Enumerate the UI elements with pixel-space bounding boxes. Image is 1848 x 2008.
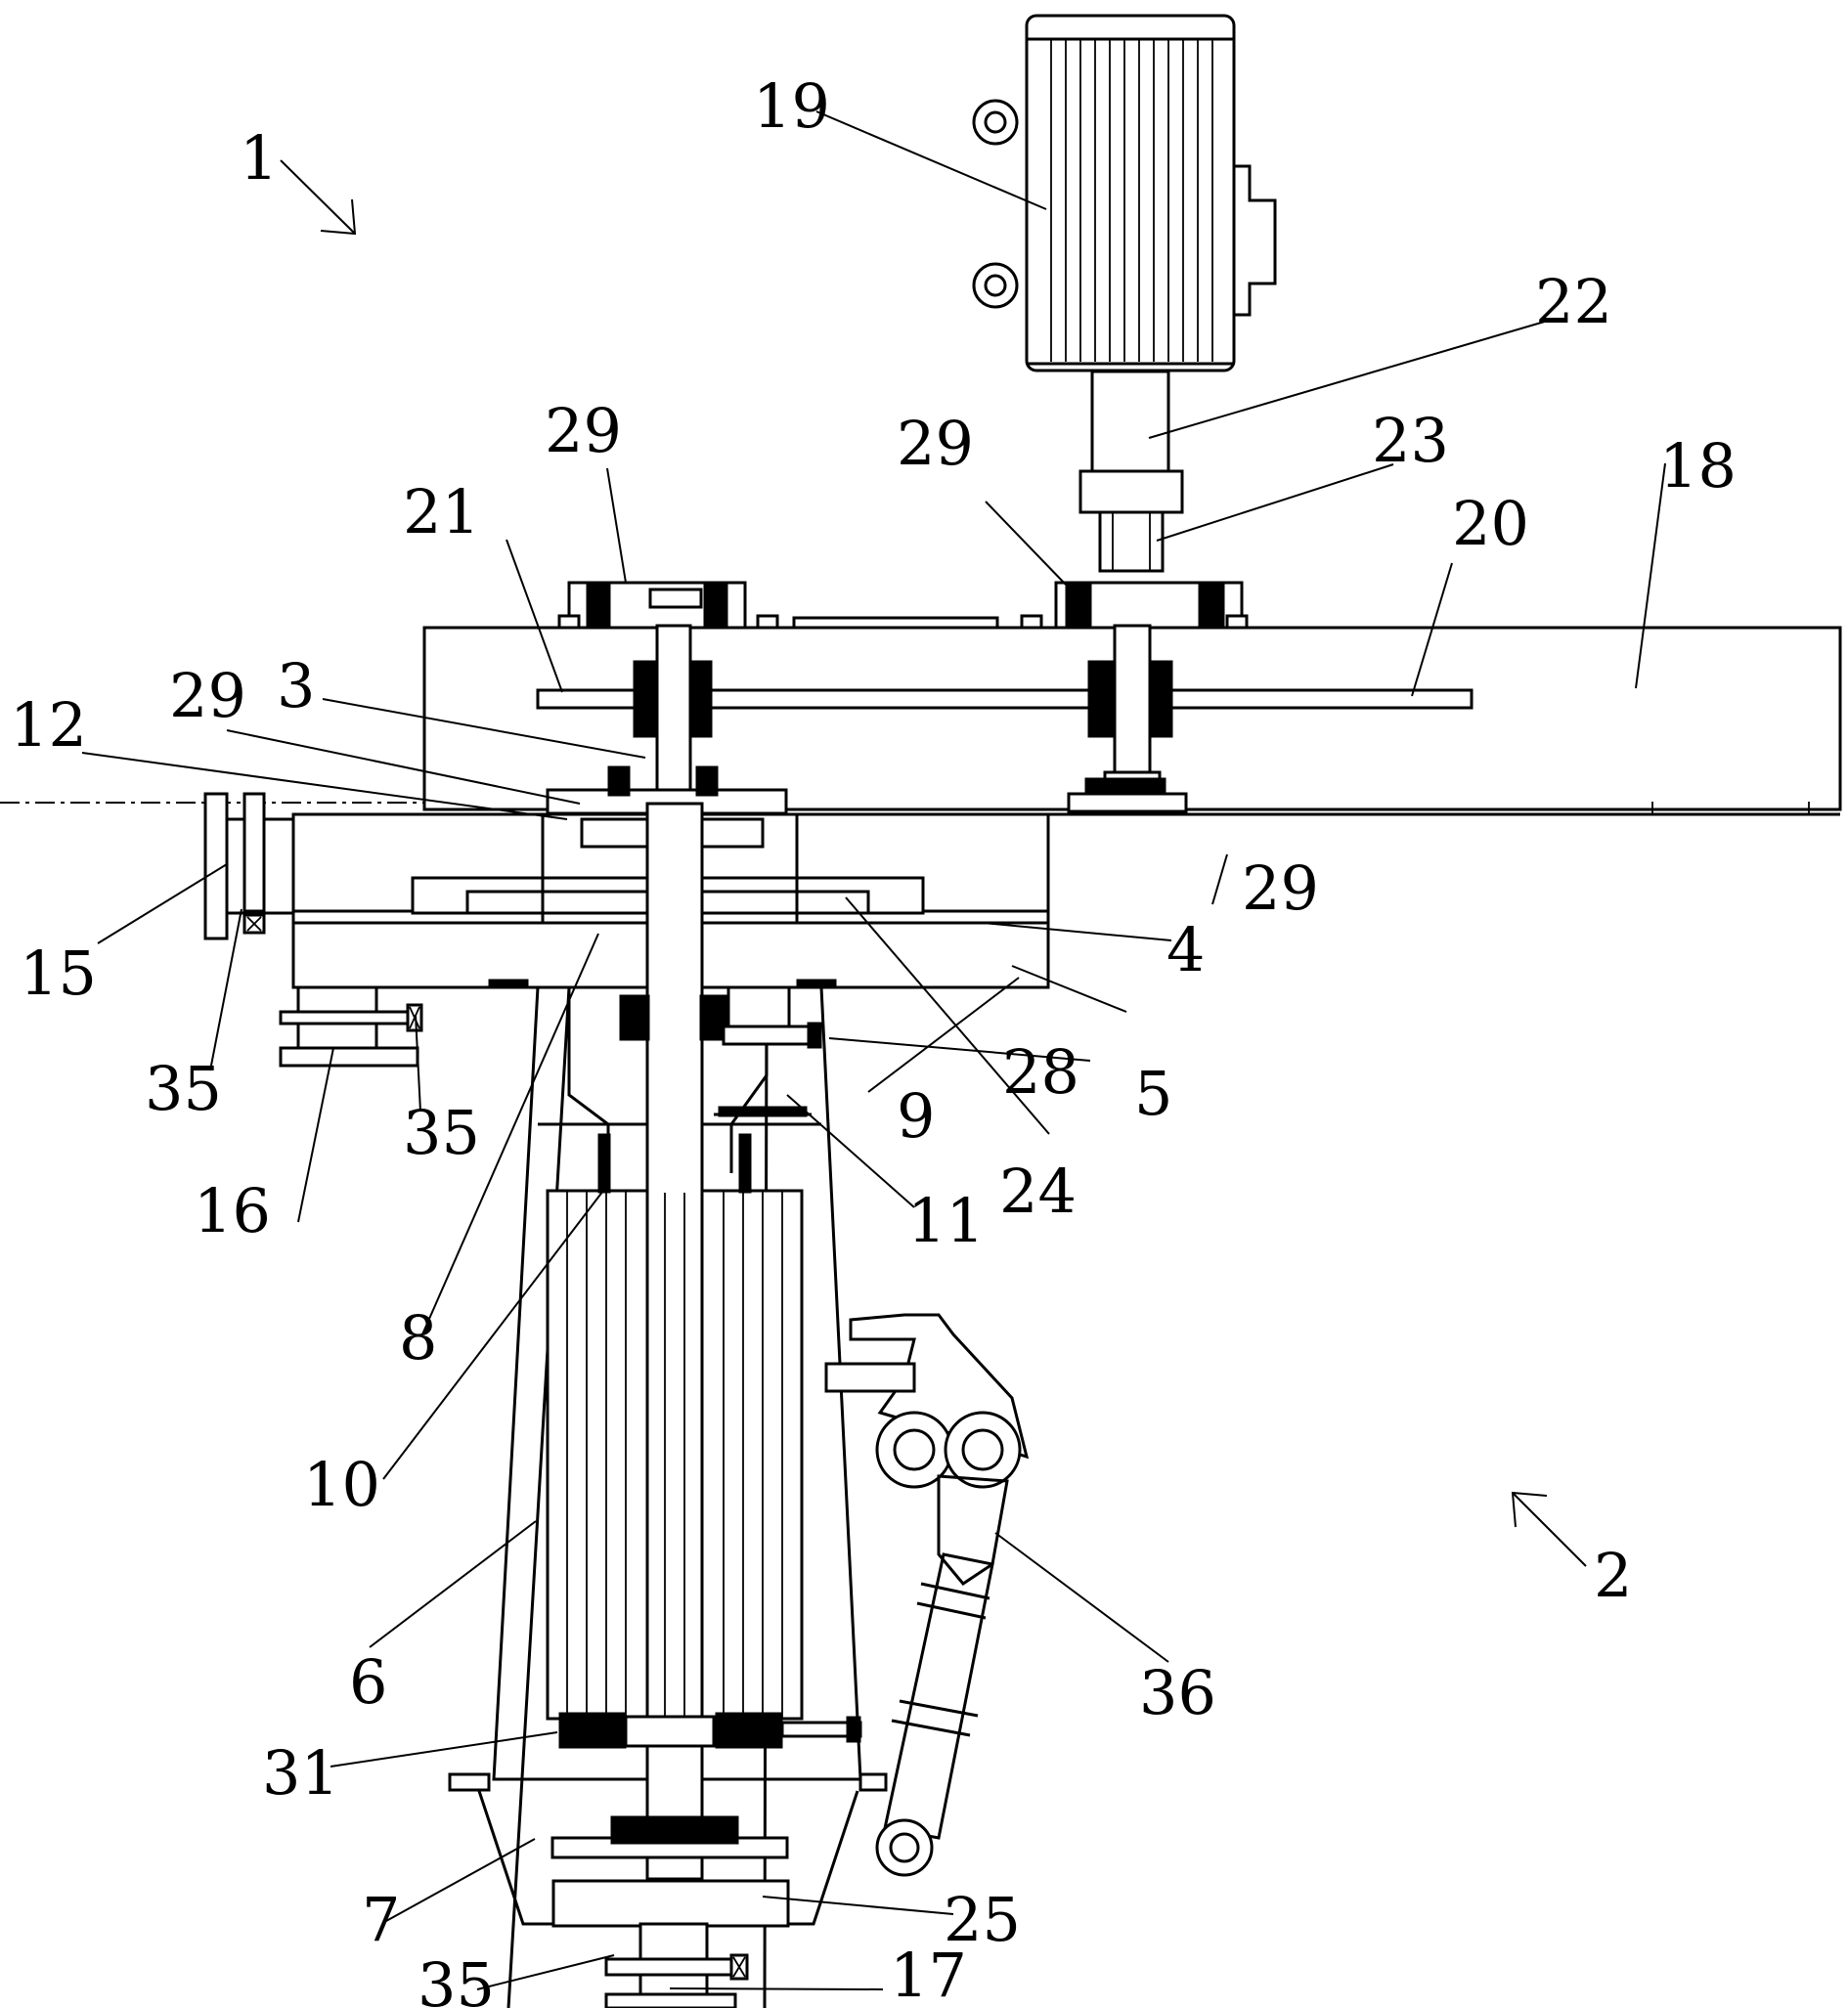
label-25: 25	[944, 1884, 1021, 1955]
label-29-a: 29	[545, 395, 622, 466]
label-2: 2	[1594, 1540, 1632, 1611]
label-28: 28	[1002, 1036, 1079, 1108]
leader-lines	[81, 110, 1666, 1990]
label-31: 31	[262, 1737, 339, 1809]
label-35-c: 35	[418, 1949, 495, 2008]
arrow-1	[280, 159, 357, 236]
label-20: 20	[1452, 488, 1529, 559]
label-11: 11	[907, 1185, 985, 1256]
motor-19	[972, 14, 1277, 372]
labels: 1 19 22 29 29 23 18 21 20 29 3 12 29 4 1…	[10, 70, 1737, 2008]
label-8: 8	[399, 1302, 437, 1374]
cone-body-6	[448, 802, 888, 2008]
bottom-7-17-25	[477, 1790, 859, 2008]
label-22: 22	[1535, 266, 1612, 337]
label-15: 15	[20, 938, 97, 1009]
label-19: 19	[753, 70, 830, 142]
label-24: 24	[999, 1156, 1077, 1227]
label-12: 12	[10, 689, 87, 761]
label-1: 1	[240, 122, 278, 194]
label-23: 23	[1372, 405, 1449, 476]
label-17: 17	[890, 1940, 967, 2008]
label-29-d: 29	[1242, 852, 1319, 924]
label-9: 9	[897, 1080, 935, 1152]
label-29-b: 29	[897, 408, 974, 479]
label-35-a: 35	[145, 1053, 222, 1124]
label-16: 16	[194, 1175, 271, 1246]
upper-housing-18	[422, 581, 1842, 816]
label-29-c: 29	[169, 660, 246, 731]
label-7: 7	[362, 1884, 400, 1955]
coupling-22-23	[1078, 370, 1184, 573]
label-35-b: 35	[403, 1097, 480, 1168]
label-3: 3	[277, 650, 315, 721]
hydraulic-arm-36	[824, 1313, 1030, 1877]
label-21: 21	[403, 476, 480, 547]
label-10: 10	[303, 1449, 380, 1520]
label-5: 5	[1134, 1058, 1172, 1129]
label-4: 4	[1166, 914, 1205, 985]
arrow-2	[1511, 1491, 1587, 1567]
label-18: 18	[1659, 430, 1737, 502]
label-6: 6	[349, 1646, 387, 1718]
label-36: 36	[1139, 1657, 1216, 1728]
